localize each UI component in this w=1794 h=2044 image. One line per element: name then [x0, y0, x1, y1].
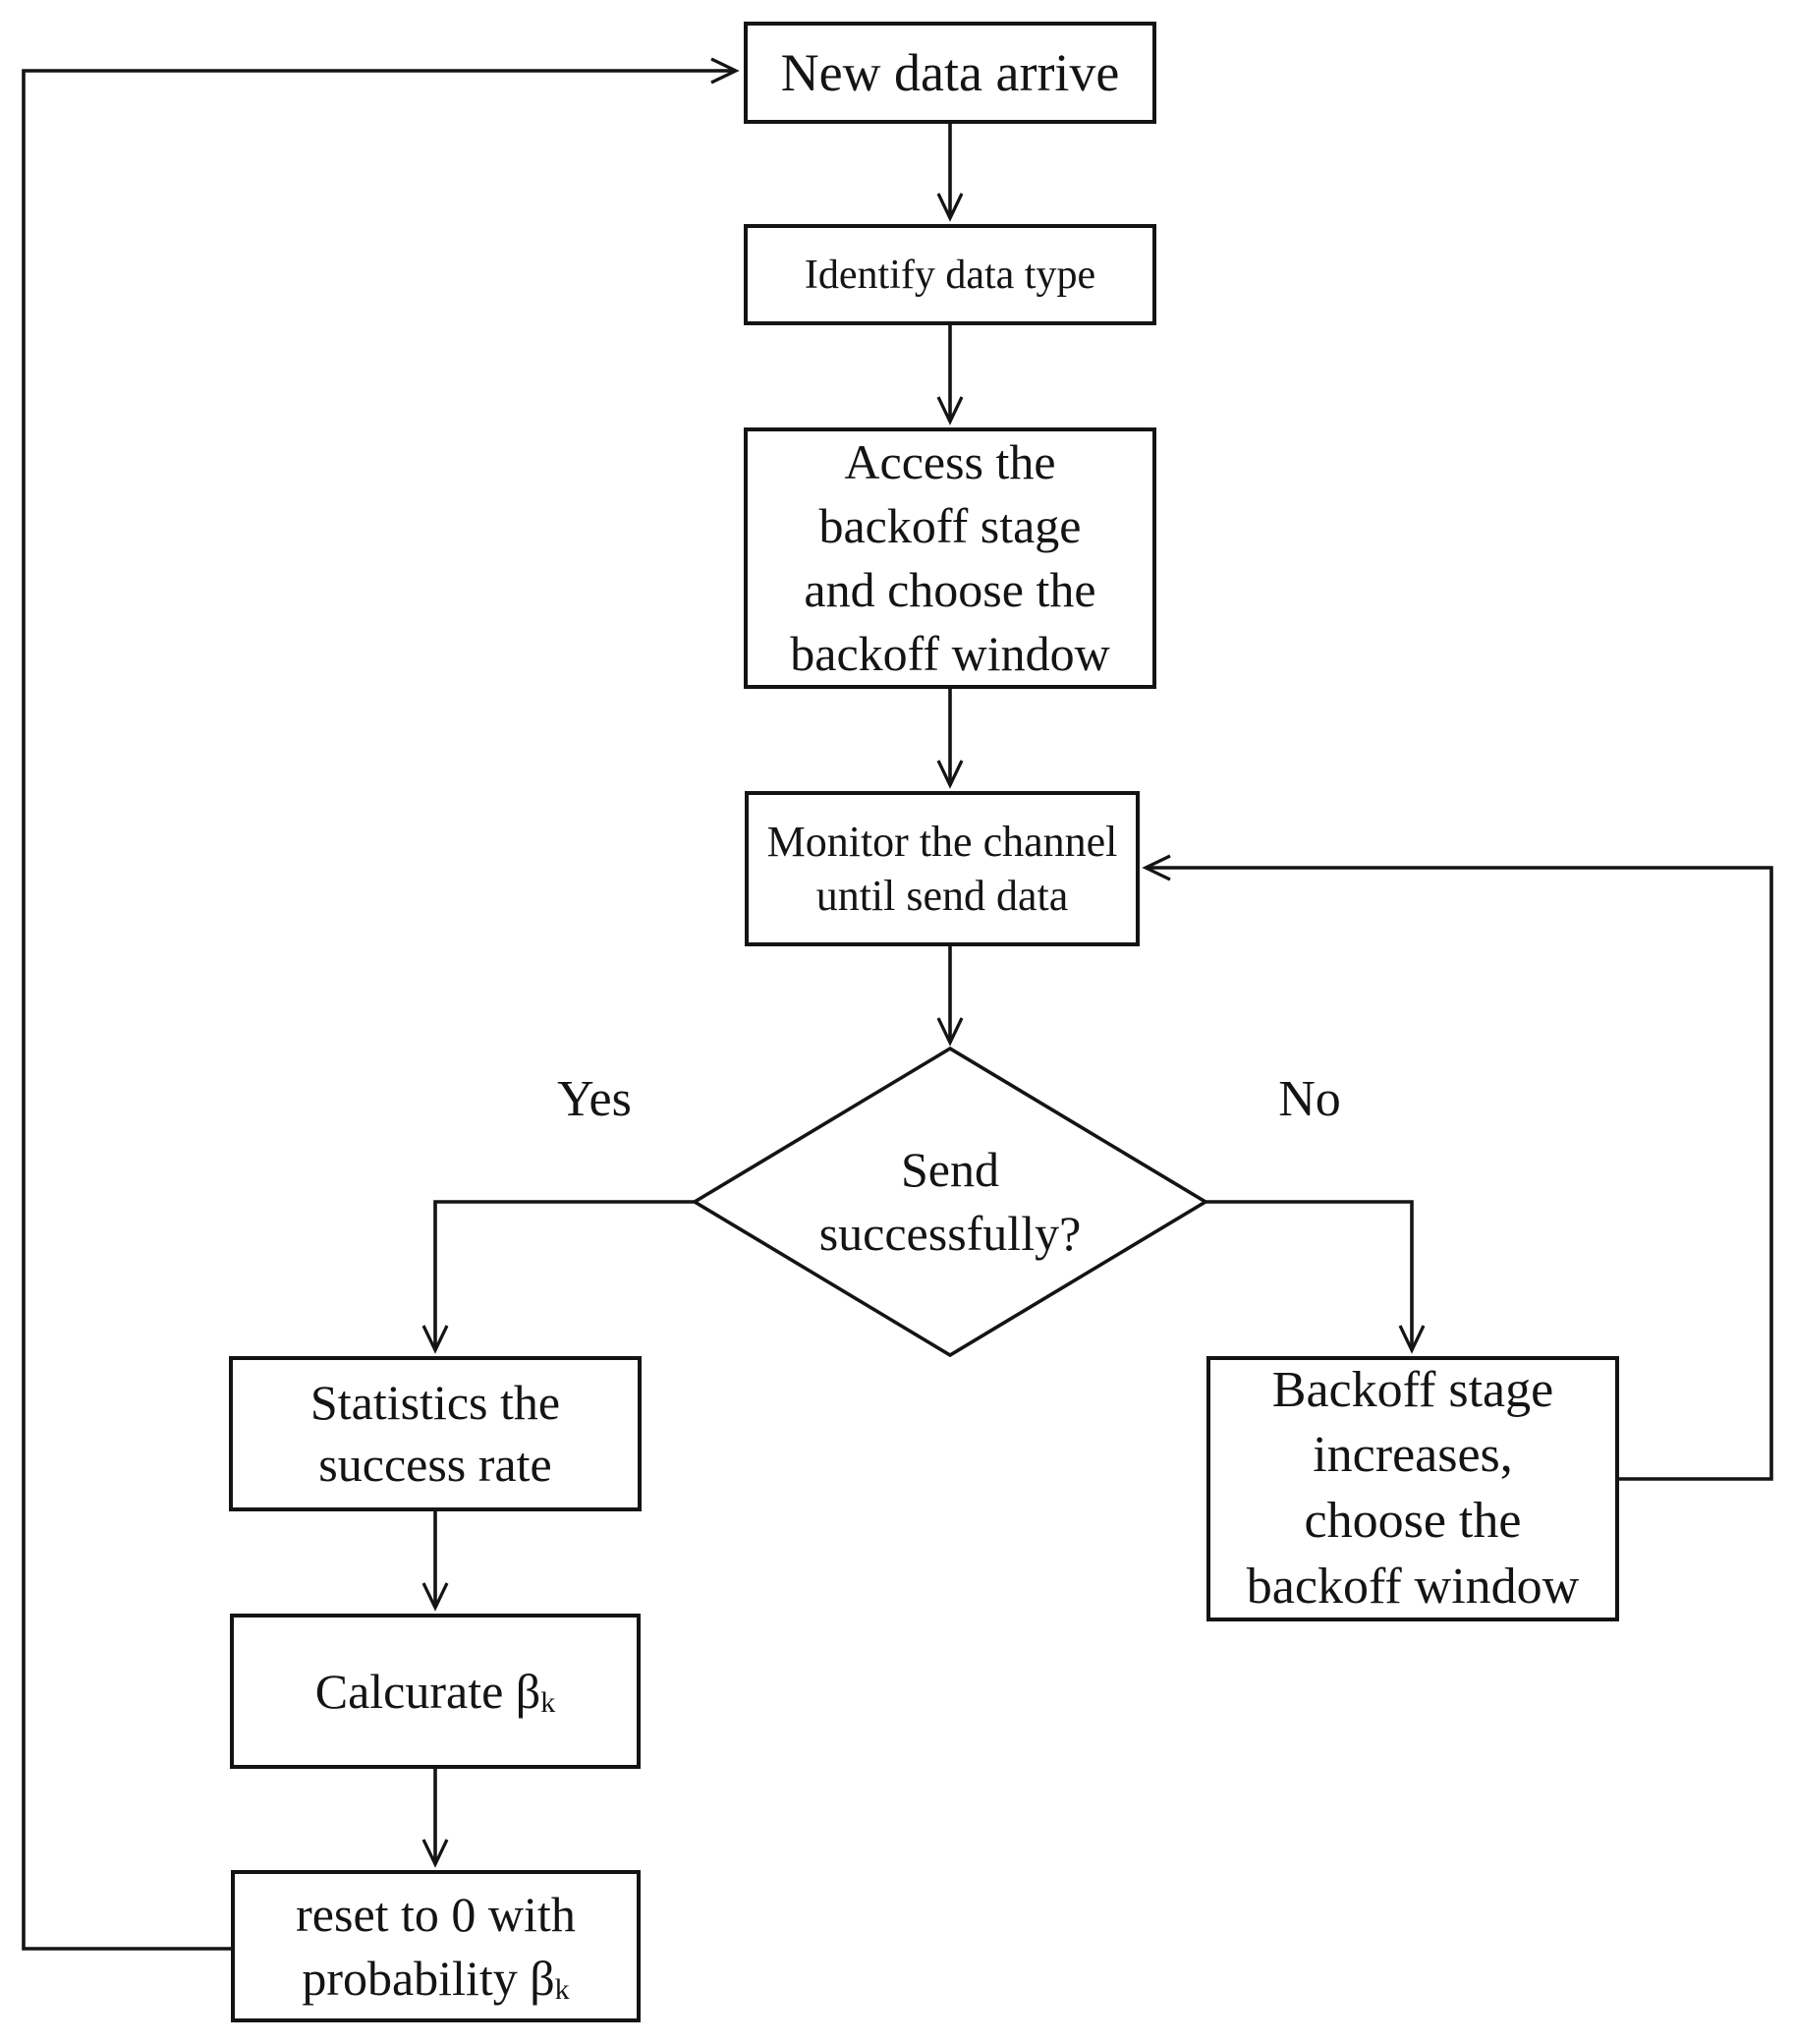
- node-label: Backoff stage increases, choose the back…: [1246, 1361, 1580, 1615]
- node-monitor-channel: Monitor the channel until send data: [745, 791, 1140, 946]
- node-label: Identify data type: [804, 252, 1096, 298]
- beta-subscript: k: [554, 1972, 570, 2006]
- edge-decision-no: [1205, 1200, 1426, 1354]
- node-statistics-success-rate: Statistics the success rate: [229, 1356, 642, 1511]
- decision-diamond: [691, 1046, 1209, 1358]
- node-label: Calcurate βk: [314, 1663, 556, 1720]
- node-label: Send successfully?: [818, 1142, 1082, 1261]
- edge-label-no: No: [1278, 1070, 1341, 1127]
- node-new-data-arrive: New data arrive: [744, 22, 1156, 124]
- node-label: Access the backoff stage and choose the …: [790, 434, 1110, 681]
- edge-label-yes: Yes: [557, 1070, 632, 1127]
- node-label: Statistics the success rate: [309, 1375, 561, 1492]
- edge-reset-to-new-data: [22, 57, 740, 1951]
- node-identify-data-type: Identify data type: [744, 224, 1156, 325]
- edge-backoff-to-monitor: [1142, 854, 1773, 1481]
- node-label-line1: reset to 0 with: [296, 1886, 576, 1942]
- node-calculate-beta-k: Calcurate βk: [230, 1614, 641, 1769]
- node-label: Monitor the channel until send data: [766, 818, 1118, 920]
- node-reset-probability-beta-k: reset to 0 with probability βk: [231, 1870, 641, 2022]
- node-access-backoff-stage: Access the backoff stage and choose the …: [744, 427, 1156, 689]
- node-backoff-stage-increases: Backoff stage increases, choose the back…: [1206, 1356, 1619, 1621]
- edge-decision-yes: [421, 1200, 695, 1354]
- beta-subscript: k: [540, 1686, 556, 1720]
- node-label-line2: probability βk: [302, 1950, 570, 2006]
- decision-label-send-successfully: Send successfully?: [744, 1110, 1156, 1293]
- node-label: New data arrive: [780, 43, 1120, 102]
